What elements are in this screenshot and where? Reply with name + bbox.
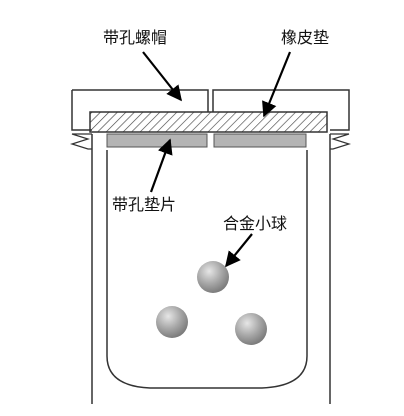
alloy-ball — [156, 306, 188, 338]
perforated-shim-right — [213, 133, 307, 148]
arrow-balls — [225, 233, 253, 268]
alloy-ball — [197, 261, 229, 293]
alloy-ball — [235, 313, 267, 345]
container-inner-cup — [106, 150, 308, 389]
cap-right-half — [212, 89, 350, 131]
label-cap-with-hole: 带孔螺帽 — [103, 28, 168, 47]
thread-left — [69, 133, 92, 150]
label-perforated-shim: 带孔垫片 — [112, 195, 177, 214]
label-alloy-balls: 合金小球 — [223, 214, 288, 233]
perforated-shim-left — [106, 133, 208, 148]
arrow-shim — [149, 138, 173, 193]
arrow-gasket — [262, 51, 292, 118]
thread-right — [330, 133, 352, 150]
container-outer-wall — [91, 134, 331, 404]
rubber-gasket — [89, 111, 328, 133]
cap-left-half — [71, 89, 209, 131]
label-rubber-gasket: 橡皮垫 — [281, 28, 330, 47]
arrow-cap — [142, 51, 182, 102]
